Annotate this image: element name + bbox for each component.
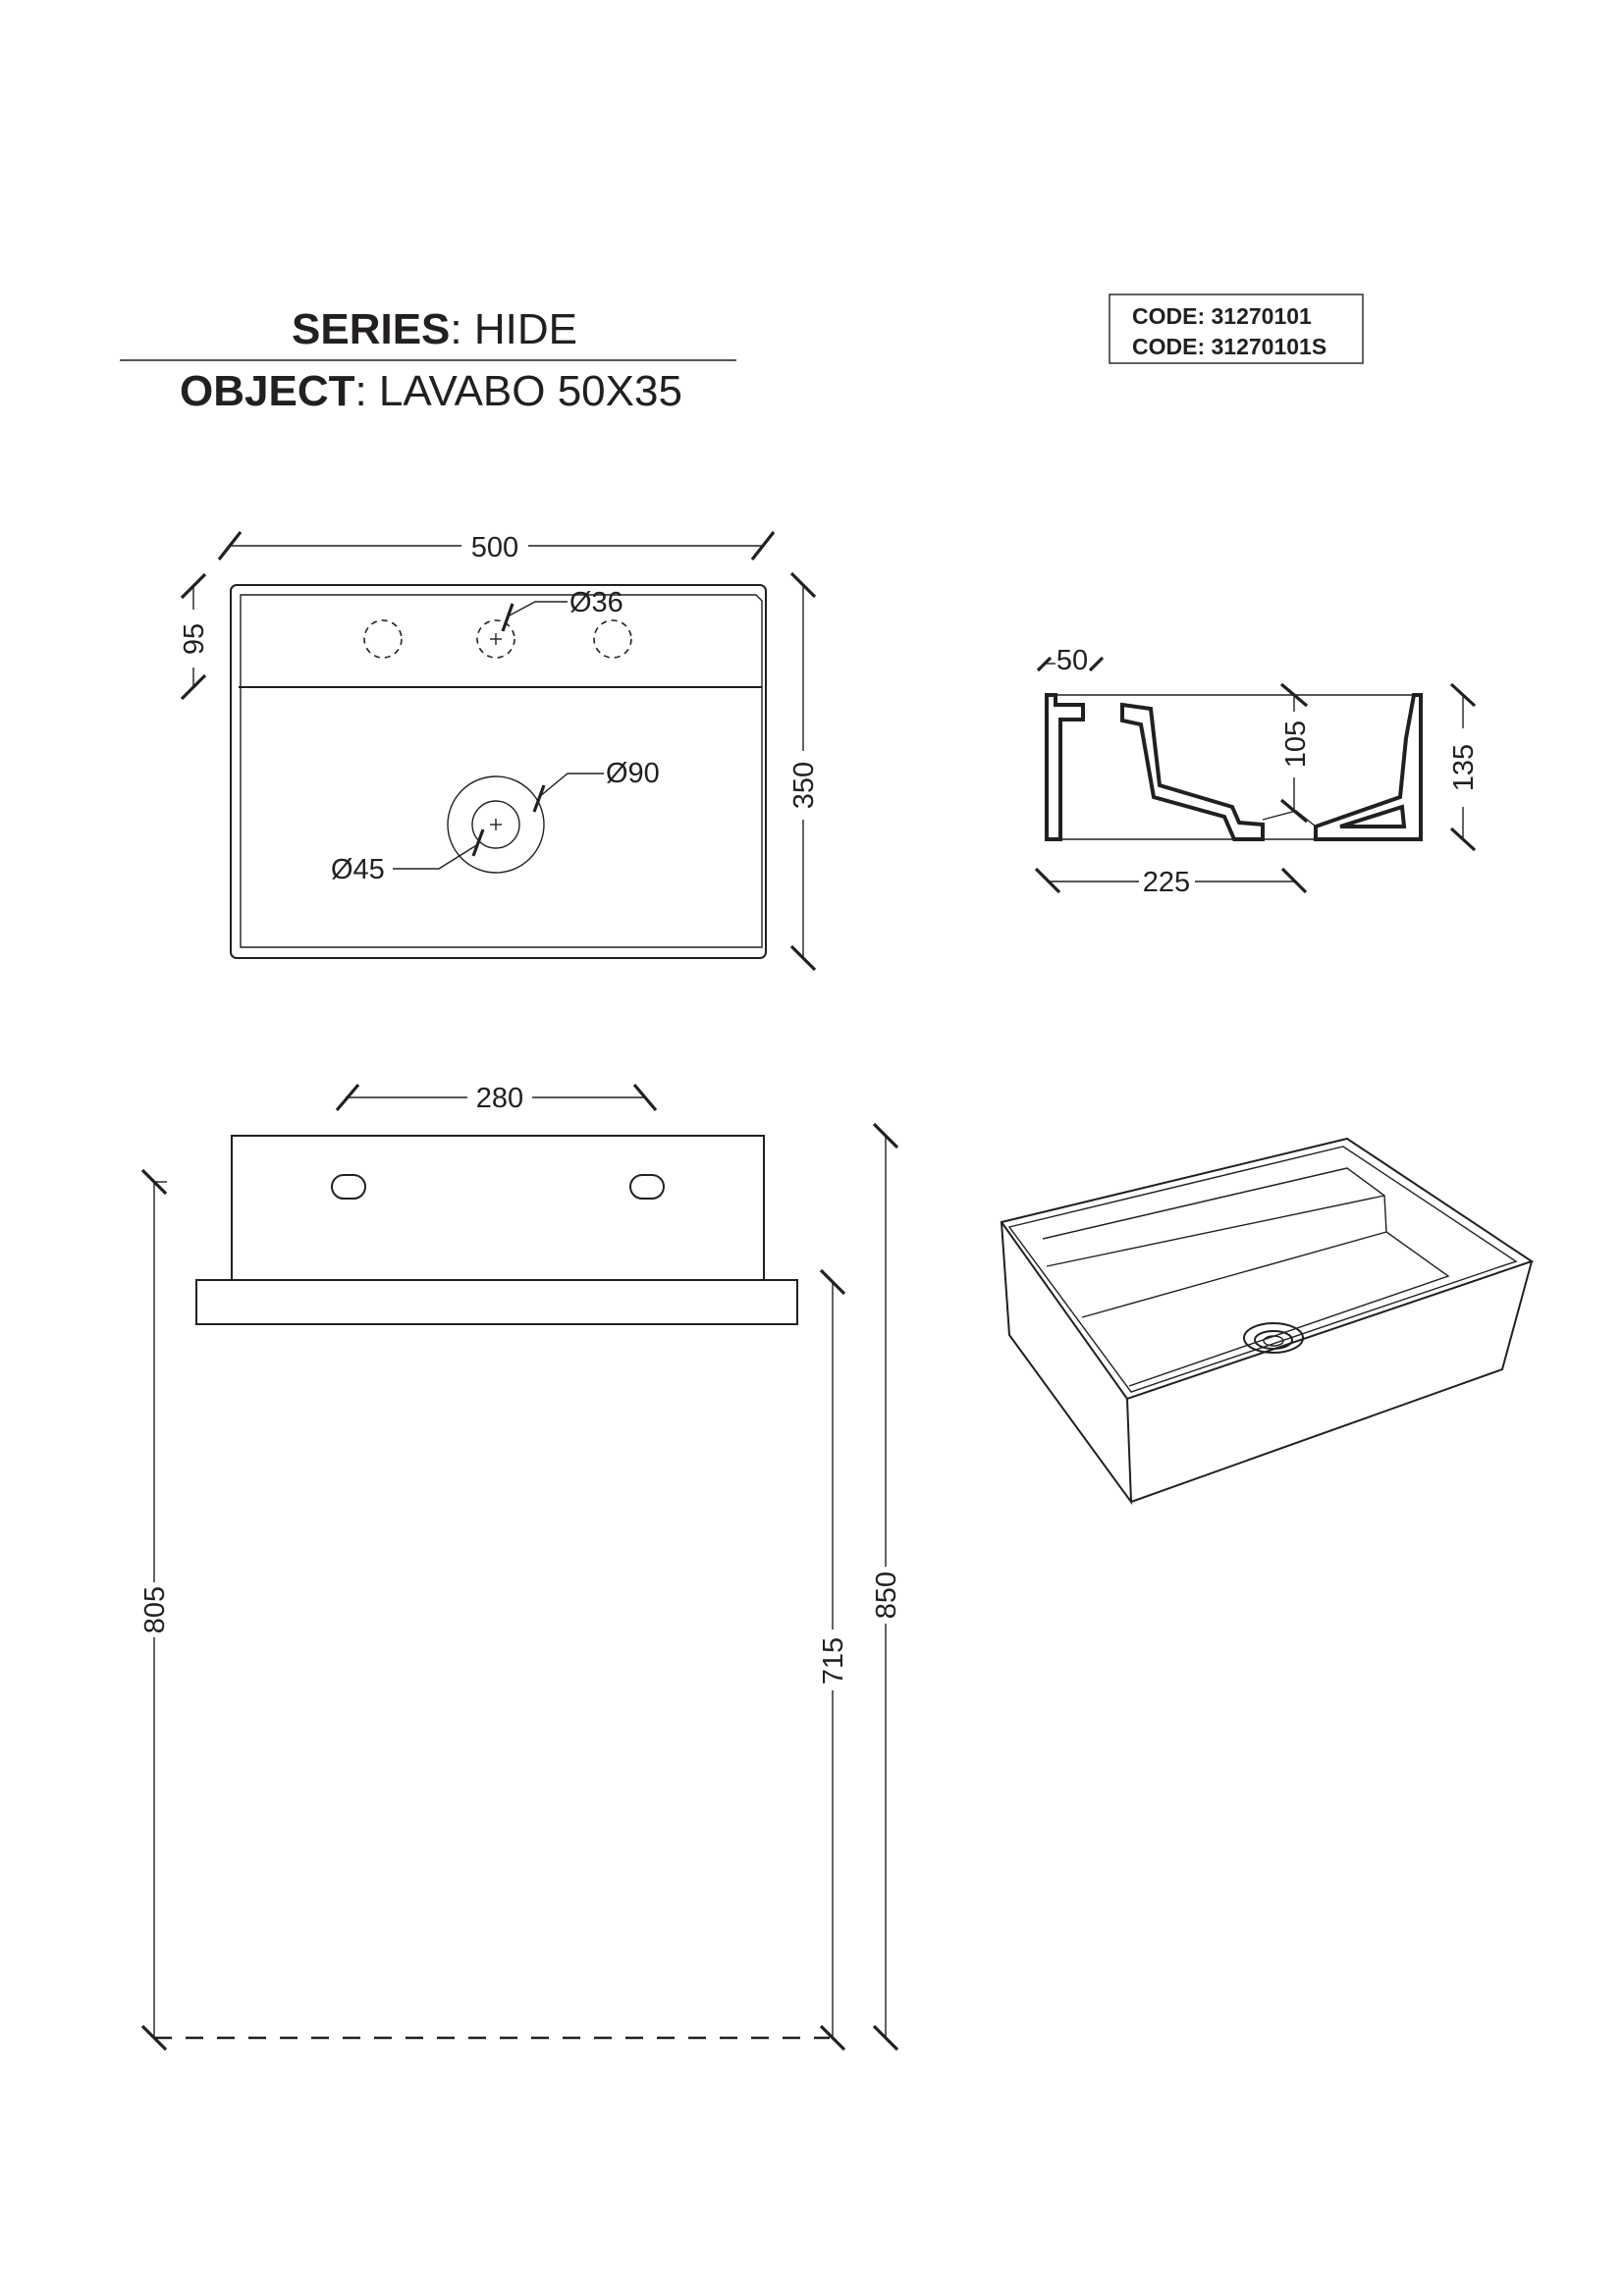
waste-outer-ring (447, 775, 545, 874)
dim-tick (632, 1083, 658, 1112)
iso-bowl-back (1081, 1231, 1387, 1318)
dim-tick (1034, 867, 1061, 894)
dim-tick (140, 1168, 168, 1196)
iso-rim-inner (1007, 1146, 1518, 1393)
iso-waste-inner (1254, 1330, 1293, 1350)
title-block: SERIES: HIDE OBJECT: LAVABO 50X35 (120, 305, 736, 415)
dim-tick (819, 1268, 846, 1296)
dim-tick (217, 531, 243, 561)
tap-hole-left (363, 619, 403, 659)
dim-tick (1449, 682, 1477, 708)
section-rear-wall (1045, 693, 1085, 841)
dim-wall-50: 50 (1056, 645, 1088, 676)
dim-width-500: 500 (471, 532, 518, 563)
leader-tick (471, 828, 485, 857)
basin-outline (230, 584, 767, 959)
dim-height-850: 850 (871, 1572, 902, 1619)
iso-deck-lip (1046, 1195, 1385, 1267)
tap-hole-front-left (331, 1174, 366, 1200)
dim-height-715: 715 (818, 1637, 849, 1684)
code-box-frame (1109, 294, 1364, 364)
leader-line (538, 773, 604, 798)
waste-inner-ring (471, 800, 520, 849)
series-value: : HIDE (450, 305, 577, 353)
dim-tick (1280, 867, 1308, 894)
dim-tick (789, 944, 817, 972)
dim-waste-inner-45: Ø45 (331, 854, 385, 885)
dim-tick (750, 531, 776, 561)
dim-height-135: 135 (1448, 744, 1480, 791)
dim-tick (180, 673, 207, 701)
object-label: OBJECT (180, 367, 355, 415)
series-label: SERIES (292, 305, 450, 353)
object-line: OBJECT: LAVABO 50X35 (180, 367, 682, 415)
section-front-detail (1339, 804, 1407, 828)
dim-waste-outer-90: Ø90 (606, 758, 660, 789)
section-view: 50 105 135 225 (1034, 645, 1480, 898)
top-view: 500 95 Ø36 Ø90 Ø45 3 (179, 531, 820, 972)
dim-tick (1279, 798, 1309, 824)
dim-height-805: 805 (139, 1586, 171, 1633)
iso-waste-core (1263, 1335, 1284, 1347)
dim-tick (1088, 656, 1105, 672)
iso-waste-outer (1243, 1322, 1304, 1354)
code-box: CODE: 31270101 CODE: 31270101S (1109, 294, 1364, 364)
iso-deck-front (1042, 1167, 1348, 1240)
code-2: CODE: 31270101S (1132, 334, 1326, 359)
iso-left-side (1001, 1221, 1133, 1506)
leader-line (393, 843, 479, 870)
section-bowl-profile (1120, 702, 1265, 841)
dim-bowl-105: 105 (1280, 721, 1312, 768)
dim-tick (1036, 656, 1053, 672)
iso-edge (1001, 1221, 1010, 1336)
leader-tick (501, 603, 514, 632)
leader-tick (532, 784, 546, 813)
tap-hole-front-right (629, 1174, 665, 1200)
tap-hole-center (476, 619, 515, 659)
leader-line (507, 601, 568, 617)
basin-inner-outline (240, 594, 763, 948)
dim-depth-350: 350 (788, 762, 820, 809)
dim-tick (872, 2024, 899, 2052)
dim-deck-95: 95 (179, 623, 210, 655)
series-line: SERIES: HIDE (292, 305, 577, 353)
tap-hole-right (593, 619, 632, 659)
dim-tick (789, 571, 817, 599)
front-view: 280 805 715 850 (139, 1083, 902, 2052)
dim-tick (1279, 682, 1309, 708)
code-1: CODE: 31270101 (1132, 303, 1312, 329)
dim-tap-hole-36: Ø36 (569, 587, 623, 618)
dim-tick (335, 1083, 360, 1112)
object-value: : LAVABO 50X35 (354, 367, 681, 415)
dim-drain-225: 225 (1143, 867, 1190, 898)
dim-tick (819, 2024, 846, 2052)
iso-top-outline (1000, 1137, 1535, 1401)
dim-taps-280: 280 (476, 1083, 523, 1114)
dim-tick (180, 572, 207, 600)
iso-front-side (1130, 1260, 1533, 1503)
backsplash-outline (231, 1135, 765, 1281)
section-drain-line (1262, 810, 1317, 828)
isometric-view (1000, 1137, 1535, 1506)
dim-tick (1449, 827, 1477, 852)
dim-tick (872, 1122, 899, 1149)
basin-front-outline (195, 1279, 798, 1325)
